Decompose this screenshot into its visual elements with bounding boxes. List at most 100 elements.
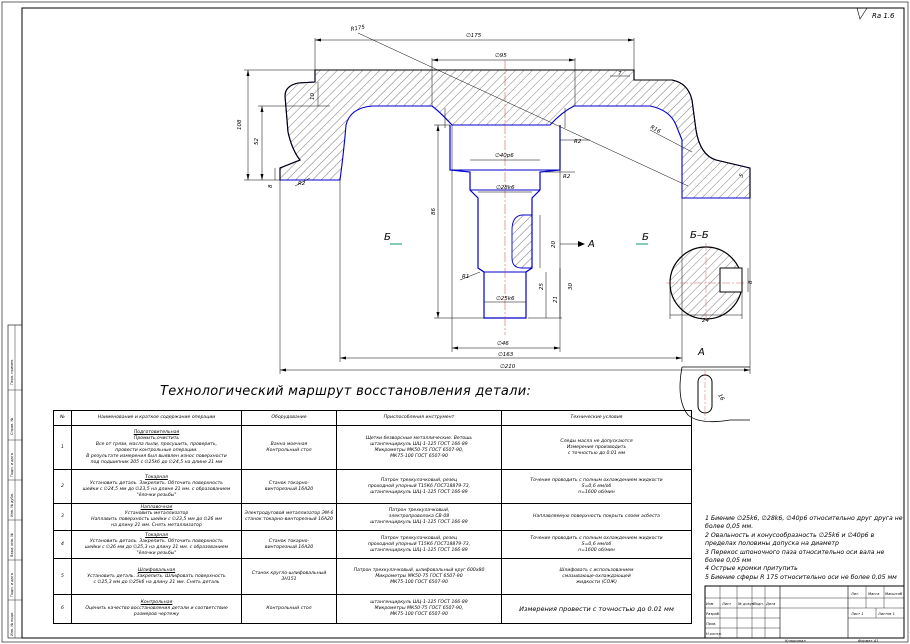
side-label: Перв. примен. [10, 359, 14, 385]
route-title: Технологический маршрут восстановления д… [160, 384, 532, 399]
cell-line: n=1600 об/мин [578, 489, 615, 495]
col-header: № [53, 410, 72, 426]
cell-line: Патрон трехкулачковый, резец [380, 477, 458, 483]
title-block [704, 585, 905, 639]
cell-line: Точение проводить с полным охлаждением ж… [530, 477, 663, 483]
cell-line: станок токарно-винторезный 16А20 [245, 517, 333, 522]
cell-line: проходной упорный Т15К6 ГОСТ18879-73, [367, 541, 471, 547]
requirement-item: 2 Овальность и конусообразность ∅25k6 и … [705, 531, 875, 548]
cell-line: Наплавочная [140, 505, 173, 510]
cell-line: шейки с ∅24,5 мм до ∅23,5 на длине 21 мм… [82, 486, 231, 492]
cell-line: Токарная [145, 474, 168, 480]
cell-line: штангенциркуль ШЦ-1-125 ГОСТ 166-89 [370, 441, 468, 447]
cell-line: Патрон трехкулачковый, шлифовальный круг… [353, 567, 485, 573]
cell-line: 3Н151 [281, 576, 297, 582]
dim-text: 86 [431, 208, 437, 215]
table-cell-tools: Патрон трехкулачковый, шлифовальный круг… [336, 558, 502, 595]
cell-line: Оценить качество восстановления детали и… [85, 606, 228, 611]
cell-line: Токарная [145, 532, 168, 538]
svg-text:Разраб.: Разраб. [706, 612, 720, 616]
cell-line: жидкости (СОЖ) [576, 579, 617, 585]
cell-line: МК75-100 ГОСТ 6507-90 [390, 579, 448, 585]
hatched-flange [279, 69, 751, 199]
svg-text:8: 8 [748, 280, 754, 284]
cell-line: Контрольный стол [266, 606, 312, 611]
dim-text: ∅40p6 [495, 153, 514, 159]
cell-line: под подшипник 205 с ∅25k6 до ∅24,5 на дл… [90, 459, 223, 465]
svg-text:Ra 1.6: Ra 1.6 [872, 12, 895, 20]
dim-text: 30 [568, 283, 574, 290]
svg-text:Лит.: Лит. [850, 592, 859, 596]
cell-line: Микрометры МК50-75 ГОСТ 6507-90 [375, 573, 463, 579]
dim-text: ∅175 [466, 33, 482, 39]
requirement-item: 1 Биение ∅25k6, ∅28k6, ∅40p6 относительн… [705, 515, 903, 531]
cell-line: Контрольный стол [266, 447, 312, 453]
svg-text:Масса: Масса [868, 592, 879, 596]
svg-text:Пров.: Пров. [706, 622, 716, 626]
table-cell-equipment: Контрольный стол [241, 594, 337, 624]
cell-line: Установить деталь. Закрепить. Шлифовать … [87, 573, 226, 579]
cell-line: Ванна моечная [270, 441, 308, 447]
part-section: R175 ∅175 ∅95 ∅40p6 ∅28k6 ∅25k6 ∅46 ∅163… [237, 24, 751, 374]
route-table: № Наименование и краткое содержание опер… [53, 410, 692, 624]
cell-line: Микрометры МК50-75 ГОСТ 6507-90, [374, 447, 464, 453]
table-cell-num: 6 [53, 594, 72, 624]
svg-text:Листов 1: Листов 1 [877, 612, 895, 616]
dim-text: ∅46 [497, 341, 509, 347]
cell-line: винторезный 16А20 [264, 544, 314, 550]
svg-text:Дата: Дата [765, 602, 775, 606]
dim-text: 5 [739, 173, 746, 179]
cell-line: "ёлочки резьбы" [136, 492, 177, 498]
cell-line: Контрольная [140, 600, 173, 605]
cell-line: Станок кругло-шлифовальный [251, 570, 327, 576]
cell-line: Установить деталь. Закрепить. Обточить п… [90, 538, 223, 544]
cell-line: проходной упорный Т15К6 ГОСТ18879-73, [367, 483, 471, 489]
cell-line: Промыть,очистить [133, 435, 180, 441]
table-cell-equipment: Станок токарно-винторезный 16А20 [241, 469, 337, 504]
dim-text: R2 [563, 174, 571, 180]
cell-line: Установить деталь. Закрепить. Обточить п… [90, 480, 223, 486]
requirement-item: 3 Перекос шпоночного паза относительно о… [705, 548, 885, 565]
dim-text: 8 [268, 184, 274, 188]
dim-text: 20 [551, 241, 557, 248]
table-cell-tools: Патрон трехкулачковый,электропроволока С… [336, 503, 502, 531]
cell-line: электропроволока СВ-08 [388, 514, 450, 519]
cell-line: S=0,6 мм/об [581, 483, 612, 489]
side-label: Инв. № подл. [10, 612, 14, 636]
col-header: Наименование и краткое содержание операц… [71, 410, 242, 426]
cell-line: n=1600 об/мин [578, 547, 615, 553]
cell-line: Наплавить поверхность шейки с ∅23,5 мм д… [91, 517, 222, 522]
dim-text: R175 [350, 24, 366, 32]
table-cell-num: 1 [53, 425, 72, 470]
table-cell-conditions: Точение проводить с полным охлаждением ж… [501, 530, 692, 559]
side-strip: Перв. примен. Справ. № Подп. и дата Инв.… [7, 324, 23, 639]
dim-text: R2 [298, 181, 306, 187]
svg-text:Формат А1: Формат А1 [858, 639, 878, 643]
section-label: А [587, 239, 595, 250]
svg-text:16: 16 [716, 393, 725, 402]
cell-line: на длину 21 мм. Снять металлизатор [111, 523, 202, 528]
section-label: Б [642, 232, 649, 243]
dim-text: R2 [574, 139, 582, 145]
cell-line: штангенциркуль ШЦ-1-125 ГОСТ 166-89 [370, 547, 468, 553]
table-cell-num: 2 [53, 469, 72, 504]
cell-line: Измерения производить [566, 444, 627, 450]
cell-line: винторезный 16А20 [264, 486, 314, 492]
svg-text:Масштаб: Масштаб [885, 592, 903, 596]
dim-text: 108 [237, 119, 243, 130]
cell-line: Станок токарно- [268, 538, 310, 544]
cell-line: шейки с ∅26 мм до ∅25,3 на длину 21 мм. … [84, 544, 229, 550]
requirement-item: 5 Биение сферы R 175 относительно оси не… [705, 573, 897, 581]
